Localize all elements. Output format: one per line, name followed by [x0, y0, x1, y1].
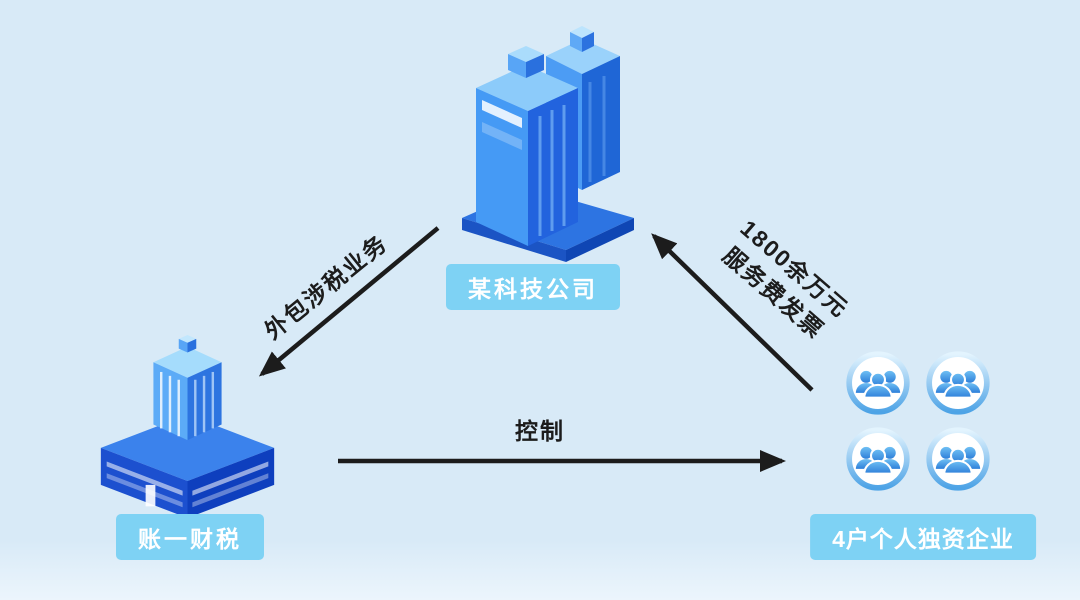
people-group-icon: [844, 425, 912, 493]
tech-company-label: 某科技公司: [446, 264, 620, 310]
finance-firm-label: 账一财税: [116, 514, 264, 560]
edge-label-invoices: 1800余万元 服务费发票: [712, 213, 855, 350]
node-finance-firm: [95, 330, 280, 522]
people-group-icon: [924, 425, 992, 493]
edge-label-outsource: 外包涉税业务: [259, 229, 393, 345]
office-building-icon: [100, 334, 275, 519]
sole-proprietorships-label: 4户个人独资企业: [810, 514, 1036, 560]
edge-label-control: 控制: [515, 417, 565, 444]
people-group-icon: [924, 349, 992, 417]
node-sole-proprietorships: [844, 349, 992, 493]
node-tech-company: [428, 22, 638, 262]
people-group-icon: [844, 349, 912, 417]
office-building-icon: [462, 26, 634, 262]
